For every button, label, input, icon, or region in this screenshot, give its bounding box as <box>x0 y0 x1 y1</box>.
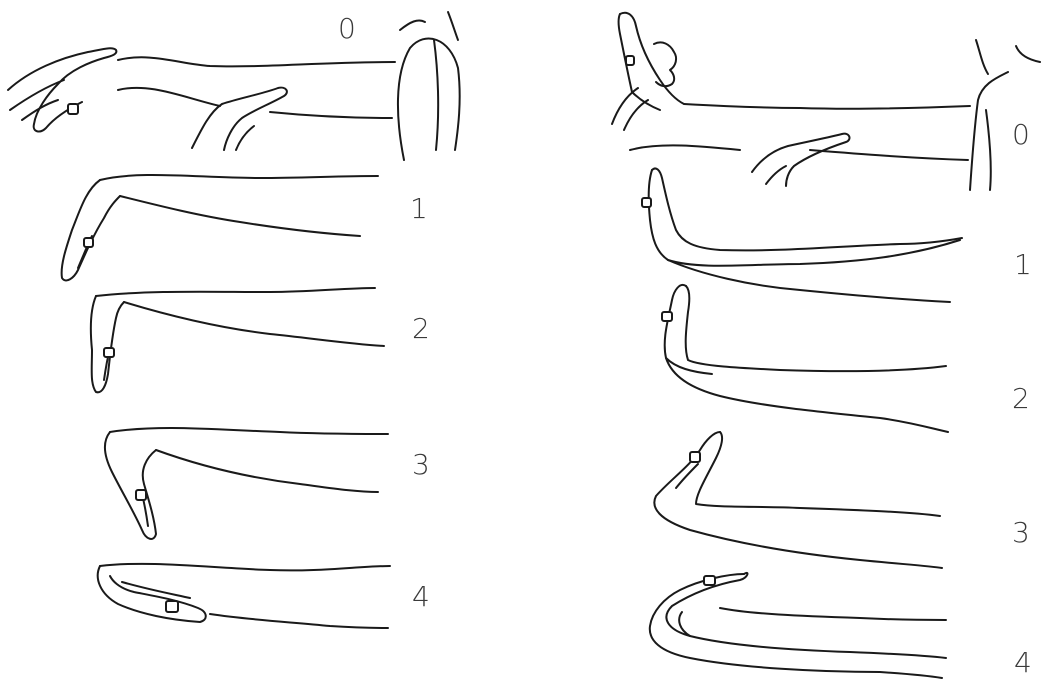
left-grade-2-arm-drawing <box>91 288 384 392</box>
right-grade-label-4: 4 <box>1014 646 1032 679</box>
left-grade-label-1: 1 <box>410 192 428 225</box>
right-grade-0-arm-drawing <box>612 13 1040 190</box>
left-grade-label-3: 3 <box>412 448 430 481</box>
right-grade-label-1: 1 <box>1014 248 1032 281</box>
left-grade-label-2: 2 <box>412 312 430 345</box>
left-grade-label-4: 4 <box>412 580 430 613</box>
left-grade-4-arm-drawing <box>98 564 390 628</box>
left-grade-1-arm-drawing <box>62 175 378 280</box>
right-grade-1-arm-drawing <box>642 168 962 302</box>
right-grade-2-arm-drawing <box>662 285 948 432</box>
left-grade-3-arm-drawing <box>105 428 388 539</box>
right-panel: 0 1 2 3 4 <box>612 13 1040 679</box>
right-grade-4-arm-drawing <box>650 573 946 678</box>
right-grade-label-2: 2 <box>1012 382 1030 415</box>
right-grade-label-0: 0 <box>1012 118 1030 151</box>
right-grade-label-3: 3 <box>1012 516 1030 549</box>
left-grade-0-arm-drawing <box>8 12 460 160</box>
left-grade-label-0: 0 <box>338 12 356 45</box>
left-panel: 0 1 2 3 4 <box>8 12 460 628</box>
right-grade-3-arm-drawing <box>654 432 942 568</box>
